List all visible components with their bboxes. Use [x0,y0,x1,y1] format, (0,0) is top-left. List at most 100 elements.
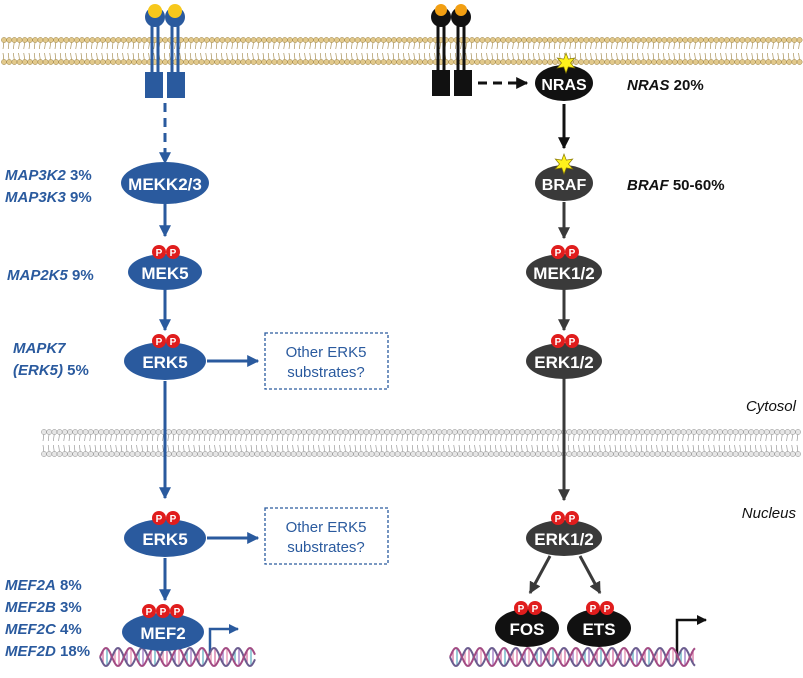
arrow-erk12-to-ets [578,555,602,595]
phosphate-group-icon: P [565,245,579,259]
phosphate-group-icon: P [528,601,542,615]
left-kinase-domain-2 [167,72,185,98]
phosphate-group-icon: P [565,334,579,348]
mef2-transcription-start-arrow [208,624,239,655]
svg-text:P: P [170,248,177,259]
right-ligand-1 [435,4,447,16]
plasma-membrane [1,37,803,65]
braf-node: BRAF [535,165,593,201]
svg-text:P: P [518,604,525,615]
braf-mutation-star-icon [554,152,574,176]
erk5-mutation-label: (ERK5) 5% [13,362,89,379]
phosphate-group-icon: P [551,334,565,348]
phosphate-group-icon: P [152,511,166,525]
erk12-nuc-label: ERK1/2 [534,530,594,549]
svg-text:P: P [590,604,597,615]
nras-node: NRAS [535,65,593,101]
erk12-cyto-label: ERK1/2 [534,353,594,372]
phosphate-group-icon: P [142,604,156,618]
substrates-nuc-line1: Other ERK5 [286,519,367,536]
erk5-cyto-node: ERK5 [124,342,206,380]
mek5-node: MEK5 [128,254,202,290]
mutation-labels-right: NRAS 20% BRAF 50-60% [627,77,725,194]
left-arrows [159,103,260,655]
svg-text:P: P [555,337,562,348]
ets-label: ETS [582,620,615,639]
mek12-label: MEK1/2 [533,264,594,283]
svg-text:P: P [569,248,576,259]
svg-text:P: P [555,248,562,259]
right-kinase-domain-2 [454,70,472,96]
svg-text:P: P [532,604,539,615]
phosphate-group-icon: P [166,245,180,259]
phosphate-group-icon: P [170,604,184,618]
arrow-erk12-to-fos [528,555,552,595]
phosphate-group-icon: P [565,511,579,525]
mef2-label: MEF2 [140,624,185,643]
phosphate-group-icon: P [586,601,600,615]
other-erk5-substrates-box-cyto: Other ERK5 substrates? [264,332,389,390]
phosphate-group-icon: P [551,245,565,259]
right-arrows [478,77,707,660]
right-receptor [431,4,472,96]
map3k2-label: MAP3K2 3% [5,167,92,184]
fos-node: FOS [495,609,559,647]
nras-mutation-star-icon [556,51,576,75]
phosphate-group-icon: P [152,334,166,348]
braf-mutation-label: BRAF 50-60% [627,177,725,194]
nras-label: NRAS [541,77,587,94]
right-ligand-2 [455,4,467,16]
erk5-nuc-node: ERK5 [124,519,206,557]
svg-text:P: P [160,607,167,618]
svg-text:P: P [569,337,576,348]
svg-text:P: P [156,514,163,525]
mef2b-label: MEF2B 3% [5,599,82,616]
nras-mutation-label: NRAS 20% [627,77,704,94]
phosphate-group-icon: P [166,511,180,525]
braf-label: BRAF [542,177,587,194]
mekk23-node: MEKK2/3 [121,162,209,204]
svg-text:P: P [555,514,562,525]
svg-text:P: P [174,607,181,618]
map3k3-label: MAP3K3 9% [5,189,92,206]
svg-text:P: P [146,607,153,618]
phosphate-group-icon: P [156,604,170,618]
nucleus-label: Nucleus [742,505,797,522]
svg-text:P: P [156,337,163,348]
other-erk5-substrates-box-nuc: Other ERK5 substrates? [264,507,389,565]
svg-text:P: P [170,514,177,525]
substrates-nuc-line2: substrates? [287,539,365,556]
nuclear-membrane [41,429,801,457]
mef2c-label: MEF2C 4% [5,621,82,638]
mutation-labels-left: MAP3K2 3% MAP3K3 9% MAP2K5 9% MAPK7 (ERK… [5,167,94,660]
mek5-label: MEK5 [141,264,188,283]
mef2a-label: MEF2A 8% [5,577,82,594]
phosphate-group-icon: P [600,601,614,615]
ets-node: ETS [567,609,631,647]
left-kinase-domain-1 [145,72,163,98]
phosphate-group-icon: P [166,334,180,348]
cytosol-label: Cytosol [746,398,797,415]
phosphate-group-icon: P [551,511,565,525]
mek12-node: MEK1/2 [526,254,602,290]
left-receptor [145,4,185,98]
fos-ets-transcription-start-arrow [675,615,707,660]
svg-text:P: P [170,337,177,348]
erk12-cyto-node: ERK1/2 [526,343,602,379]
fos-label: FOS [510,620,545,639]
svg-text:P: P [156,248,163,259]
mekk23-label: MEKK2/3 [128,175,202,194]
map2k5-label: MAP2K5 9% [7,267,94,284]
substrates-cyto-line1: Other ERK5 [286,344,367,361]
left-ligand-2 [168,4,182,18]
mapk7-label: MAPK7 [13,340,66,357]
substrates-cyto-line2: substrates? [287,364,365,381]
phosphate-group-icon: P [514,601,528,615]
erk5-nuc-label: ERK5 [142,530,187,549]
dna-helix-left [99,646,256,668]
mef2d-label: MEF2D 18% [5,643,90,660]
erk5-cyto-label: ERK5 [142,353,187,372]
svg-text:P: P [569,514,576,525]
